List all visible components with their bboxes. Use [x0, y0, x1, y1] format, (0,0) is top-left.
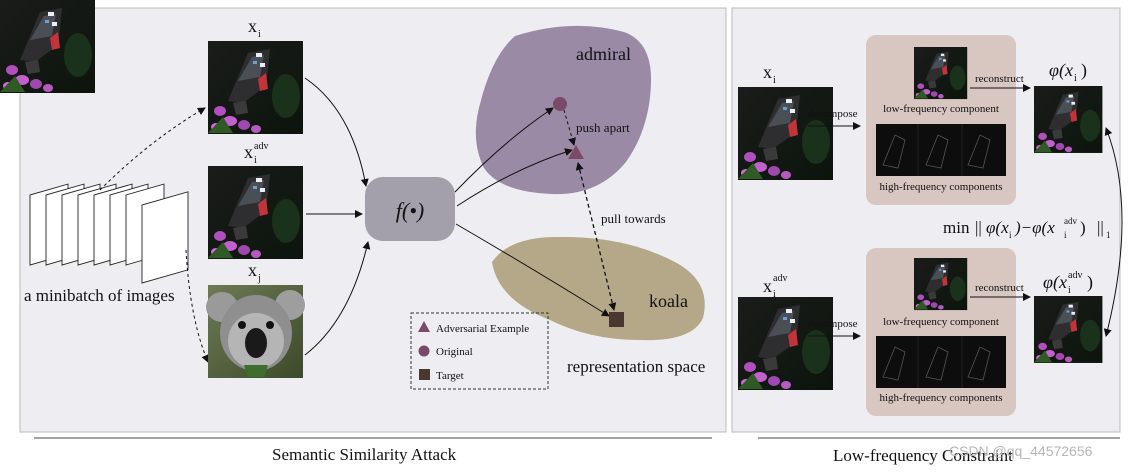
legend-item-adversarial: Adversarial Example	[418, 321, 529, 335]
svg-text:min: min	[943, 218, 970, 237]
legend-item-target: Target	[419, 369, 464, 382]
low-freq-label-top: low-frequency component	[883, 103, 999, 115]
svg-text:i: i	[1068, 285, 1071, 296]
function-box	[365, 177, 455, 241]
adversarial-marker	[568, 145, 584, 159]
svg-text:)−φ(x: )−φ(x	[1014, 218, 1055, 237]
right-output-xi	[1034, 86, 1103, 153]
label-xj: x j	[248, 260, 261, 284]
arrow-f-to-original	[454, 107, 554, 193]
svg-text:x: x	[763, 276, 772, 296]
watermark: CSDN @qq_44572656	[949, 443, 1093, 459]
decompose-label-top: decompose	[808, 108, 858, 120]
koala-image	[206, 285, 305, 378]
admiral-label: admiral	[576, 44, 631, 64]
svg-text:Original: Original	[436, 346, 473, 358]
image-xi	[208, 41, 303, 134]
svg-text:): )	[1081, 60, 1087, 81]
svg-text:adv: adv	[1068, 270, 1082, 281]
koala-label: koala	[649, 291, 688, 311]
arrow-f-to-adversarial	[456, 148, 573, 207]
svg-text:): )	[1080, 218, 1086, 237]
pull-towards-arrow	[575, 162, 617, 311]
minibatch-label: a minibatch of images	[24, 286, 175, 305]
high-freq-label-top: high-frequency components	[879, 181, 1002, 193]
svg-text:x: x	[248, 16, 257, 36]
left-caption: Semantic Similarity Attack	[272, 445, 457, 464]
svg-text:x: x	[248, 260, 257, 280]
label-xi-adv: x i adv	[244, 141, 268, 166]
svg-text:adv: adv	[773, 273, 787, 284]
image-xi-adv	[208, 166, 303, 259]
low-freq-image-bottom	[914, 258, 968, 311]
svg-text:Adversarial Example: Adversarial Example	[436, 323, 529, 335]
low-freq-image-top	[914, 47, 968, 100]
label-bottom-input: x i adv	[763, 273, 787, 300]
high-freq-label-bottom: high-frequency components	[879, 392, 1002, 404]
label-top-input: x i	[763, 62, 776, 86]
svg-text:x: x	[244, 142, 253, 162]
label-top-output: φ(x i )	[1049, 60, 1087, 84]
decompose-label-bottom: decompose	[808, 318, 858, 330]
svg-text:): )	[1087, 272, 1093, 293]
consistency-arrow	[1103, 127, 1123, 337]
high-freq-images-top	[876, 124, 1006, 176]
svg-text:j: j	[257, 273, 261, 284]
reconstruct-label-top: reconstruct	[975, 73, 1024, 85]
label-xi: x i	[248, 16, 261, 40]
svg-text:i: i	[254, 155, 257, 166]
reconstruct-label-bottom: reconstruct	[975, 282, 1024, 294]
svg-text:i: i	[1074, 73, 1077, 84]
svg-text:adv: adv	[1064, 216, 1077, 226]
high-freq-images-bottom	[876, 336, 1006, 388]
svg-text:||: ||	[1097, 218, 1104, 237]
svg-text:φ(x: φ(x	[986, 218, 1009, 237]
svg-text:i: i	[773, 75, 776, 86]
svg-text:i: i	[258, 29, 261, 40]
svg-text:1: 1	[1106, 230, 1111, 240]
svg-text:||: ||	[975, 218, 982, 237]
svg-text:i: i	[773, 289, 776, 300]
svg-text:φ(x: φ(x	[1043, 272, 1067, 293]
minibatch-stack	[29, 183, 189, 284]
target-marker	[609, 312, 624, 327]
legend-box	[410, 312, 549, 390]
function-label: f(•)	[396, 198, 424, 223]
svg-text:Target: Target	[436, 370, 464, 382]
svg-text:i: i	[1009, 230, 1012, 240]
svg-text:x: x	[763, 62, 772, 82]
butterfly-image	[0, 0, 95, 93]
label-bottom-output: φ(x i adv )	[1043, 270, 1093, 296]
pull-towards-label: pull towards	[601, 211, 666, 226]
legend-item-original: Original	[418, 345, 473, 358]
push-apart-label: push apart	[576, 120, 630, 135]
low-freq-label-bottom: low-frequency component	[883, 316, 999, 328]
svg-text:i: i	[1064, 230, 1067, 240]
dashed-arrow-to-xi	[99, 107, 206, 191]
svg-text:adv: adv	[254, 141, 268, 152]
original-marker	[553, 97, 567, 111]
right-output-xadv	[1034, 296, 1103, 363]
right-image-xadv	[738, 297, 833, 390]
dashed-arrow-to-xj	[185, 249, 209, 363]
right-image-xi	[738, 87, 833, 180]
push-apart-arrow	[563, 109, 576, 146]
representation-space-label: representation space	[567, 357, 705, 376]
min-expression: min || φ(x i )−φ(x i adv ) || 1	[943, 216, 1111, 240]
arrow-xj-to-f	[304, 241, 371, 356]
right-caption: Low-frequency Constraint	[833, 446, 1013, 465]
arrow-xi-to-f	[304, 77, 369, 187]
svg-text:φ(x: φ(x	[1049, 60, 1073, 81]
